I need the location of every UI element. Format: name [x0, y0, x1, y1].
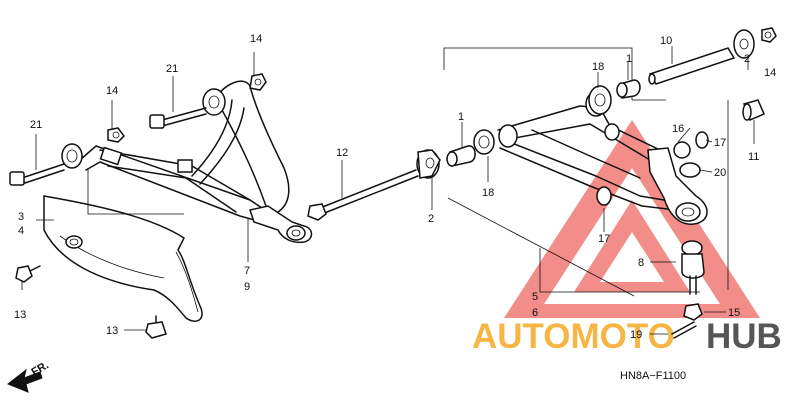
callout-13: 13 [106, 325, 118, 337]
callout-21: 21 [30, 119, 42, 131]
callout-18: 18 [482, 187, 494, 199]
nut-15 [683, 303, 703, 321]
callout-21: 21 [166, 63, 178, 75]
callout-12: 12 [336, 147, 348, 159]
nut-14-middle-left [107, 127, 125, 143]
bolt-21-upper [149, 107, 207, 129]
diagram-code: HN8A−F1100 [620, 370, 686, 382]
callout-8: 8 [638, 257, 644, 269]
callout-3: 3 [18, 211, 24, 223]
bushing-16 [673, 141, 691, 159]
callout-14: 14 [250, 33, 262, 45]
callout-2: 2 [428, 213, 434, 225]
callout-7: 7 [244, 265, 250, 277]
callout-19: 19 [630, 329, 642, 341]
front-direction-arrow [7, 368, 43, 393]
right-leader-lines [461, 46, 755, 335]
callout-11: 11 [748, 151, 759, 163]
callout-5: 5 [532, 291, 538, 303]
left-upper-arm [191, 80, 313, 244]
collar-2-left [416, 149, 441, 179]
front-direction-label: FR. [30, 359, 51, 378]
arm-guard [43, 195, 203, 322]
bolt-12-long [307, 169, 419, 221]
nut-14-right [761, 27, 777, 43]
callout-10: 10 [660, 35, 672, 47]
callout-labels: 14 21 14 21 3 4 13 13 7 9 12 2 1 18 18 1… [14, 33, 776, 341]
callout-13: 13 [14, 309, 26, 321]
callout-1: 1 [626, 53, 632, 65]
shaft-10 [648, 47, 736, 85]
callout-6: 6 [532, 307, 538, 319]
bushing-1-left [446, 145, 476, 167]
callout-14: 14 [106, 85, 118, 97]
ball-joint-8 [681, 240, 705, 295]
callout-17: 17 [598, 233, 610, 245]
callout-20: 20 [714, 167, 726, 179]
callout-16: 16 [672, 123, 684, 135]
nut-14-upper-left [249, 73, 267, 91]
callout-4: 4 [18, 225, 24, 237]
cotter-pin-19 [671, 321, 697, 339]
right-lower-arm [497, 91, 708, 225]
circlip-20 [679, 162, 701, 178]
callout-1: 1 [458, 111, 464, 123]
collar-2-right [733, 29, 755, 59]
right-frame-lines [443, 47, 729, 297]
bushing-18-left [473, 129, 495, 155]
callout-15: 15 [728, 307, 740, 319]
callout-2: 2 [744, 53, 750, 65]
watermark-text-hub: HUB [706, 317, 782, 356]
callout-9: 9 [244, 281, 250, 293]
sleeve-11 [742, 99, 765, 121]
seal-17-upper [695, 131, 709, 149]
left-lower-arm [61, 143, 269, 223]
bolt-13-lower [145, 315, 167, 339]
callout-17: 17 [714, 137, 726, 149]
callout-14: 14 [764, 67, 776, 79]
left-leader-lines [21, 52, 433, 331]
callout-18: 18 [592, 61, 604, 73]
watermark-text-automoto: AUTOMOTO [472, 317, 675, 356]
bolt-21-lower [9, 163, 65, 186]
bolt-13-guard [15, 265, 41, 283]
bushing-18-right [588, 85, 612, 115]
bushing-1-right [616, 79, 641, 99]
